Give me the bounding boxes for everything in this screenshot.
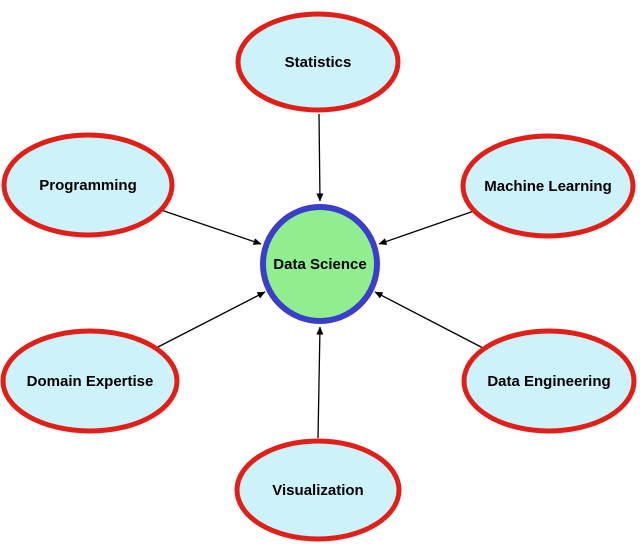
arrow-data-engineering-to-center <box>374 291 484 349</box>
arrow-domain-expertise-to-center <box>155 291 266 349</box>
data-engineering-ellipse <box>461 328 637 434</box>
domain-expertise-label: Domain Expertise <box>27 373 154 390</box>
machine-learning-label: Machine Learning <box>484 178 612 195</box>
node-programming: Programming <box>1 132 175 238</box>
statistics-label: Statistics <box>285 54 352 71</box>
machine-learning-ellipse <box>460 133 636 239</box>
arrow-machine-learning-to-center <box>378 210 475 245</box>
programming-label: Programming <box>39 177 137 194</box>
visualization-label: Visualization <box>272 482 363 499</box>
node-machine-learning: Machine Learning <box>460 133 636 239</box>
node-statistics: Statistics <box>235 11 401 113</box>
arrows-group <box>155 113 484 439</box>
node-domain-expertise: Domain Expertise <box>0 328 180 434</box>
programming-ellipse <box>1 132 175 238</box>
arrow-visualization-to-center <box>316 326 324 439</box>
arrow-statistics-to-center <box>316 113 324 202</box>
visualization-ellipse <box>234 438 402 542</box>
domain-expertise-ellipse <box>0 328 180 434</box>
node-center-data-science: Data Science <box>260 204 380 324</box>
data-engineering-label: Data Engineering <box>487 373 610 390</box>
node-visualization: Visualization <box>234 438 402 542</box>
statistics-ellipse <box>235 11 401 113</box>
arrow-programming-to-center <box>160 209 262 245</box>
data-science-label: Data Science <box>273 256 366 273</box>
data-science-circle <box>260 204 380 324</box>
node-data-engineering: Data Engineering <box>461 328 637 434</box>
